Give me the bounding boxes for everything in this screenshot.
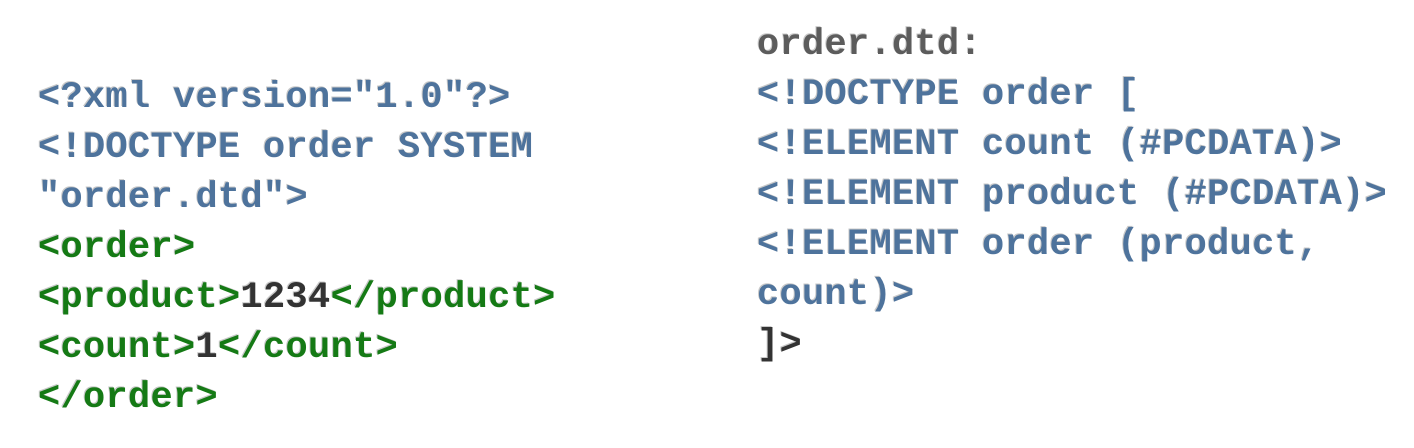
code-line: <?xml version="1.0"?> (38, 73, 556, 123)
code-line: ]> (757, 320, 1387, 370)
code-segment: </product> (330, 277, 556, 319)
code-segment: "order.dtd"> (38, 177, 309, 219)
dtd-source-code: order.dtd: <!DOCTYPE order [ <!ELEMENT cou… (757, 20, 1387, 370)
code-segment: <product> (38, 277, 241, 319)
code-segment: </count> (218, 327, 399, 369)
code-segment: <!ELEMENT order (product, (757, 224, 1320, 266)
code-segment: <order> (38, 227, 196, 269)
code-segment: </order> (38, 377, 219, 419)
code-line: <order> (38, 223, 556, 273)
code-line: <!ELEMENT count (#PCDATA)> (757, 120, 1387, 170)
code-segment: <!DOCTYPE order SYSTEM (38, 127, 534, 169)
code-segment: <!ELEMENT product (#PCDATA)> (757, 174, 1388, 216)
code-line: order.dtd: (757, 20, 1387, 70)
code-segment: count)> (757, 274, 915, 316)
code-line: <!DOCTYPE order [ (757, 70, 1387, 120)
code-segment: <!DOCTYPE order [ (757, 74, 1140, 116)
code-segment: 1 (195, 327, 219, 369)
code-segment: 1234 (240, 277, 331, 319)
xml-source-code: <?xml version="1.0"?> <!DOCTYPE order SYS… (38, 73, 556, 423)
code-line: <product>1234</product> (38, 273, 556, 323)
code-line: </order> (38, 373, 556, 423)
code-segment: <?xml version="1.0"?> (38, 77, 511, 119)
code-line: <!ELEMENT product (#PCDATA)> (757, 170, 1387, 220)
code-segment: order.dtd: (757, 24, 983, 66)
code-line: <!ELEMENT order (product, (757, 220, 1387, 270)
code-segment: <count> (38, 327, 196, 369)
code-line: "order.dtd"> (38, 173, 556, 223)
code-line: count)> (757, 270, 1387, 320)
code-segment: <!ELEMENT count (#PCDATA)> (757, 124, 1343, 166)
code-line: <!DOCTYPE order SYSTEM (38, 123, 556, 173)
code-segment: ]> (757, 324, 803, 366)
code-line: <count>1</count> (38, 323, 556, 373)
